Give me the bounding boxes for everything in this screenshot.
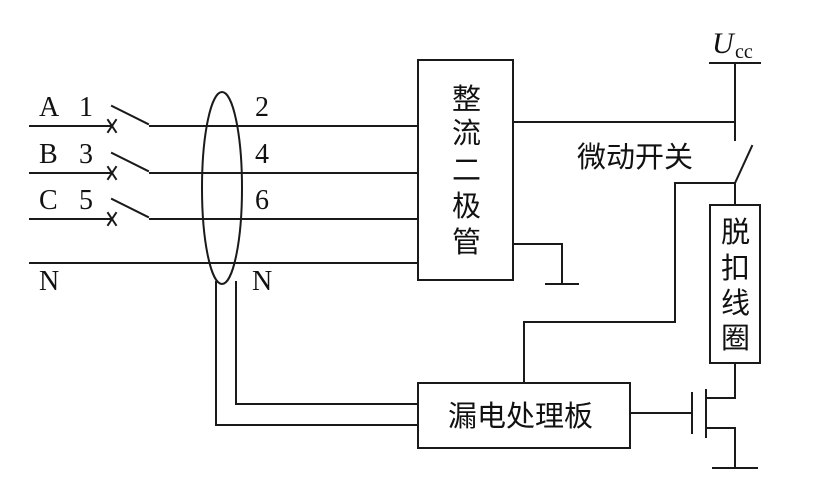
trip-coil-char-3: 线	[721, 286, 750, 320]
micro-switch-label: 微动开关	[577, 140, 693, 174]
leakage-board-label: 漏电处理板	[448, 399, 593, 433]
terminal-6: 6	[255, 185, 269, 216]
switch-contact-c-cross	[106, 211, 118, 227]
ct-lead-inner	[235, 281, 419, 405]
phase-label-n: N	[39, 266, 59, 297]
rectifier-char-3: 二	[452, 153, 481, 187]
ucc-subscript: cc	[735, 41, 753, 63]
trip-coil-char-2: 扣	[721, 251, 750, 285]
current-transformer	[201, 91, 243, 285]
terminal-5: 5	[79, 185, 93, 216]
ct-lead-outer	[215, 281, 419, 426]
trip-coil-char-4: 圈	[721, 321, 750, 355]
line-c	[29, 197, 419, 227]
phase-label-a: A	[39, 92, 60, 123]
terminal-1: 1	[79, 92, 93, 123]
rectifier-char-2: 流	[452, 116, 481, 150]
terminal-3: 3	[79, 139, 93, 170]
mosfet-symbol	[691, 389, 758, 469]
rectifier-ground-wire	[512, 243, 563, 283]
rectifier-block	[417, 59, 514, 281]
leakage-board-block	[417, 382, 631, 449]
terminal-4: 4	[255, 139, 269, 170]
trip-coil-char-1: 脱	[721, 215, 750, 249]
phase-label-b: B	[39, 139, 58, 170]
switch-contact-b-cross	[106, 165, 118, 181]
terminal-n-out: N	[252, 266, 272, 297]
phase-label-c: C	[39, 185, 58, 216]
trip-coil-block	[709, 204, 761, 364]
rectifier-char-5: 管	[452, 225, 481, 259]
micro-switch-blade	[733, 144, 754, 185]
switch-sense-wire	[523, 182, 736, 384]
terminal-2: 2	[255, 92, 269, 123]
switch-contact-a-cross	[106, 118, 118, 134]
line-b	[29, 151, 419, 181]
ucc-symbol: U	[712, 27, 736, 60]
rectifier-char-1: 整	[452, 82, 481, 116]
rectifier-char-4: 极	[452, 189, 481, 223]
line-a	[29, 104, 419, 134]
